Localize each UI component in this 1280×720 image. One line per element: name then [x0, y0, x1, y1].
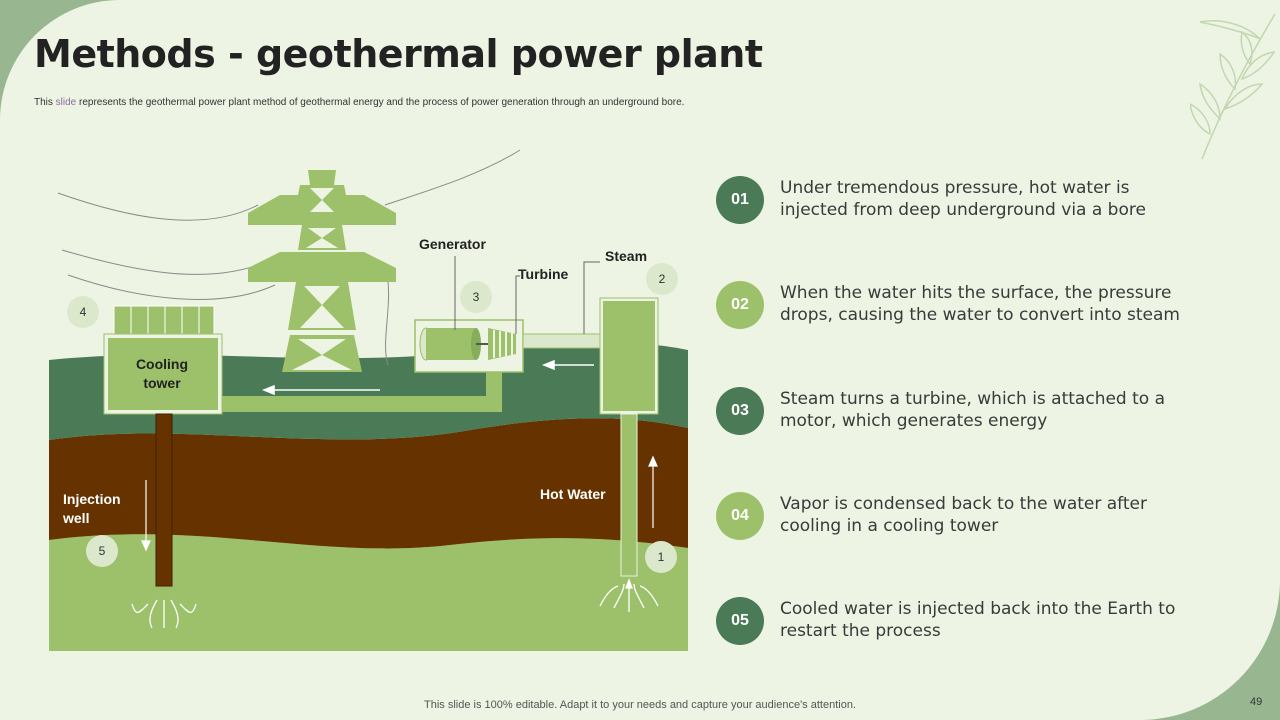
- label-leader-lines: [454, 256, 600, 334]
- power-lines: [57, 149, 521, 366]
- step-item: 03 Steam turns a turbine, which is attac…: [716, 383, 1236, 443]
- steam-label: Steam: [605, 248, 647, 264]
- generator-label: Generator: [419, 236, 486, 252]
- marker-1: 1: [645, 541, 677, 573]
- page-title: Methods - geothermal power plant: [34, 32, 763, 76]
- marker-4: 4: [67, 296, 99, 328]
- svg-text:4: 4: [80, 305, 87, 319]
- step-description: Under tremendous pressure, hot water is …: [780, 178, 1146, 220]
- soil-layer: [49, 418, 688, 549]
- svg-text:1: 1: [658, 550, 665, 564]
- marker-3: 3: [460, 281, 492, 313]
- injection-well-pipe: [155, 413, 173, 587]
- step-description: Vapor is condensed back to the water aft…: [780, 494, 1147, 536]
- subtitle-accent-word: slide: [55, 97, 77, 108]
- svg-text:5: 5: [99, 544, 106, 558]
- generator-turbine-unit: [414, 319, 524, 373]
- page-subtitle: This slide represents the geothermal pow…: [34, 97, 684, 108]
- step-number-badge: 04: [716, 492, 764, 540]
- injection-arrow: [141, 480, 151, 552]
- hot-water-arrow: [648, 455, 658, 528]
- marker-2: 2: [646, 263, 678, 295]
- subtitle-text-end: represents the geothermal power plant me…: [76, 97, 685, 108]
- marker-5: 5: [86, 535, 118, 567]
- turbine-label: Turbine: [518, 266, 569, 282]
- cooling-tower-label-line2: tower: [143, 375, 181, 391]
- subtitle-text-start: This: [34, 97, 56, 108]
- injection-well-label-line2: well: [62, 510, 89, 526]
- svg-text:2: 2: [659, 272, 666, 286]
- bottom-ground-layer: [49, 534, 688, 651]
- hot-water-label: Hot Water: [540, 486, 606, 502]
- transmission-tower: [248, 170, 396, 372]
- cooling-tower-label: Cooling: [136, 356, 188, 372]
- production-well: [599, 297, 659, 577]
- svg-text:3: 3: [473, 290, 480, 304]
- cooling-tower: Cooling tower: [103, 305, 223, 415]
- step-item: 04 Vapor is condensed back to the water …: [716, 488, 1236, 548]
- steam-pipe: [522, 333, 602, 349]
- injection-well-label: Injection: [63, 491, 121, 507]
- step-item: 05 Cooled water is injected back into th…: [716, 593, 1236, 653]
- step-number-badge: 03: [716, 387, 764, 435]
- flow-arrows: [261, 359, 594, 396]
- return-pipe: [222, 370, 502, 412]
- hot-water-source-arrows: [599, 578, 659, 612]
- step-number-badge: 02: [716, 281, 764, 329]
- page-number: 49: [1250, 696, 1263, 708]
- footer-note: This slide is 100% editable. Adapt it to…: [424, 699, 856, 711]
- leaf-decoration-icon: [1190, 13, 1276, 160]
- step-description: Steam turns a turbine, which is attached…: [780, 389, 1166, 431]
- step-item: 02 When the water hits the surface, the …: [716, 277, 1236, 337]
- step-description: When the water hits the surface, the pre…: [780, 283, 1180, 325]
- step-number-badge: 01: [716, 176, 764, 224]
- step-item: 01 Under tremendous pressure, hot water …: [716, 172, 1236, 232]
- step-description: Cooled water is injected back into the E…: [780, 599, 1176, 641]
- step-number-badge: 05: [716, 597, 764, 645]
- injection-spread-arrows: [131, 599, 197, 629]
